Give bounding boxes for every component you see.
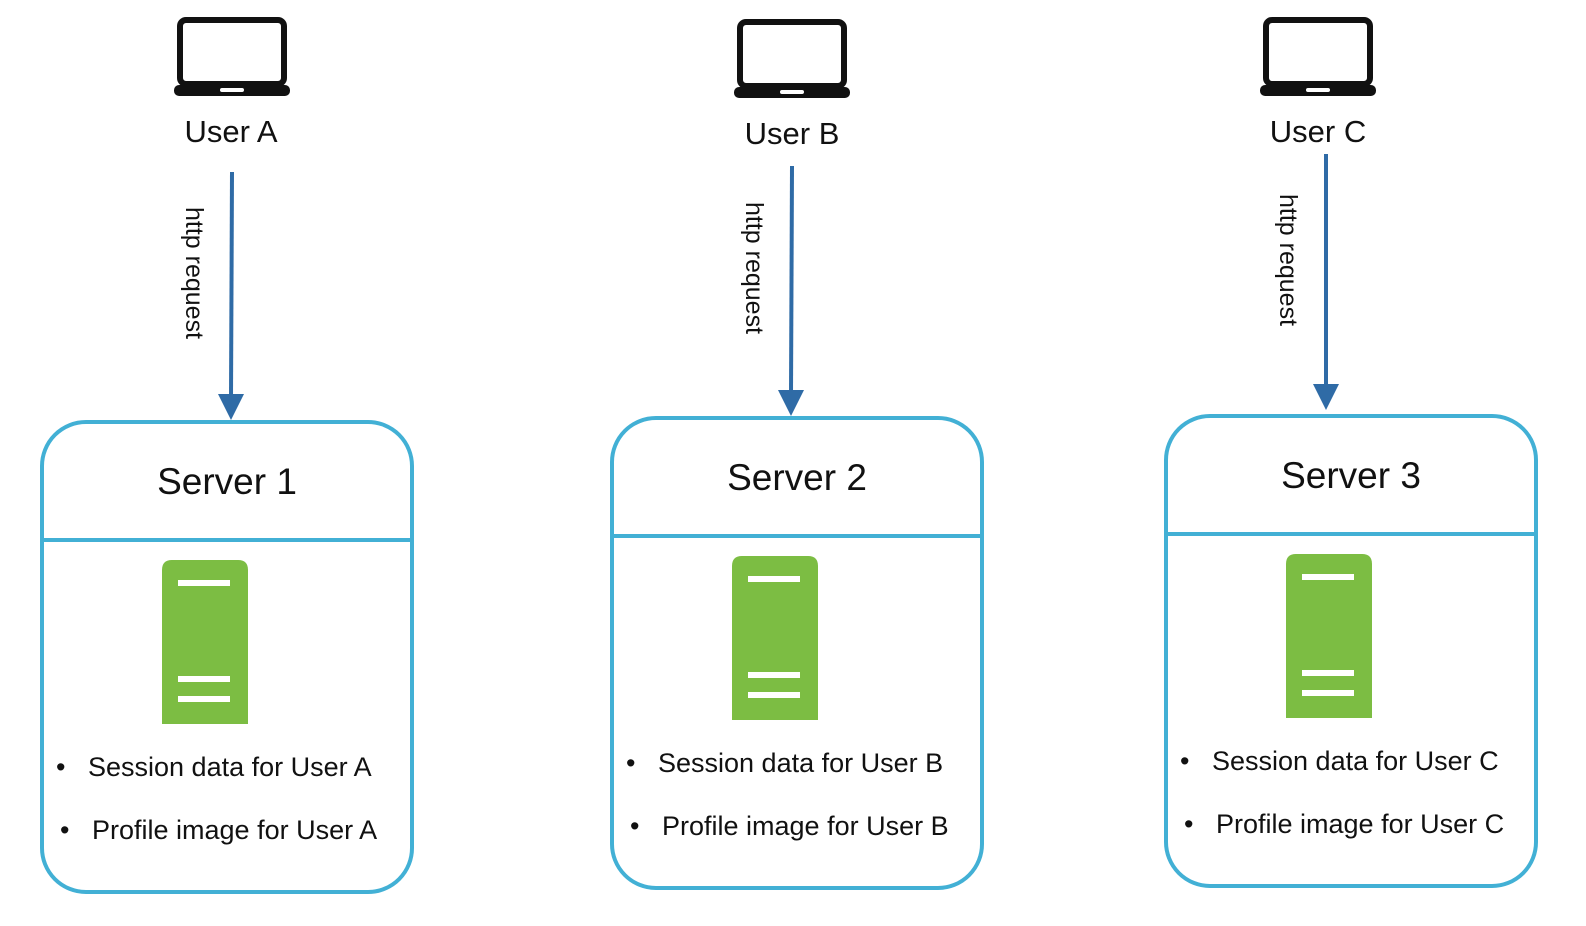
http-request-label-b: http request (740, 202, 768, 335)
laptop-icon (1260, 17, 1376, 96)
arrow-user-c-to-server-3 (1313, 154, 1339, 410)
laptop-icon (734, 19, 850, 98)
arrow-user-a-to-server-1 (218, 171, 244, 420)
list-item: • Session data for User B (626, 748, 944, 778)
http-request-label-c: http request (1274, 194, 1302, 327)
list-item: • Session data for User A (56, 752, 372, 782)
list-item: • Profile image for User B (630, 811, 949, 841)
user-b-label: User B (744, 116, 840, 151)
arrow-user-b-to-server-2 (778, 165, 804, 416)
server-3-box: Server 3 • Session data for User C • Pro… (1164, 414, 1538, 888)
server-icon (1286, 554, 1372, 718)
laptop-icon (174, 17, 290, 96)
server-1-box: Server 1 • Session data for User A • Pro… (40, 420, 414, 894)
list-item: • Profile image for User C (1184, 809, 1505, 839)
server-3-profile-item: Profile image for User C (1216, 809, 1505, 839)
server-2-contents: • Session data for User B • Profile imag… (614, 750, 949, 840)
user-c-label: User C (1269, 114, 1367, 149)
server-1-contents: • Session data for User A • Profile imag… (44, 754, 377, 844)
server-3-title: Server 3 (1168, 418, 1534, 536)
server-2-box: Server 2 • Session data for User B • Pro… (610, 416, 984, 890)
server-2-title: Server 2 (614, 420, 980, 538)
server-3-session-item: Session data for User C (1212, 746, 1499, 776)
list-item: • Session data for User C (1180, 746, 1499, 776)
server-2-profile-item: Profile image for User B (662, 811, 949, 841)
server-icon (732, 556, 818, 720)
list-item: • Profile image for User A (60, 815, 378, 845)
user-a-label: User A (184, 114, 278, 149)
server-1-session-item: Session data for User A (88, 752, 372, 782)
server-1-title: Server 1 (44, 424, 410, 542)
server-3-contents: • Session data for User C • Profile imag… (1168, 748, 1504, 838)
server-2-session-item: Session data for User B (658, 748, 944, 778)
server-icon (162, 560, 248, 724)
server-1-profile-item: Profile image for User A (92, 815, 378, 845)
http-request-label-a: http request (180, 207, 208, 340)
